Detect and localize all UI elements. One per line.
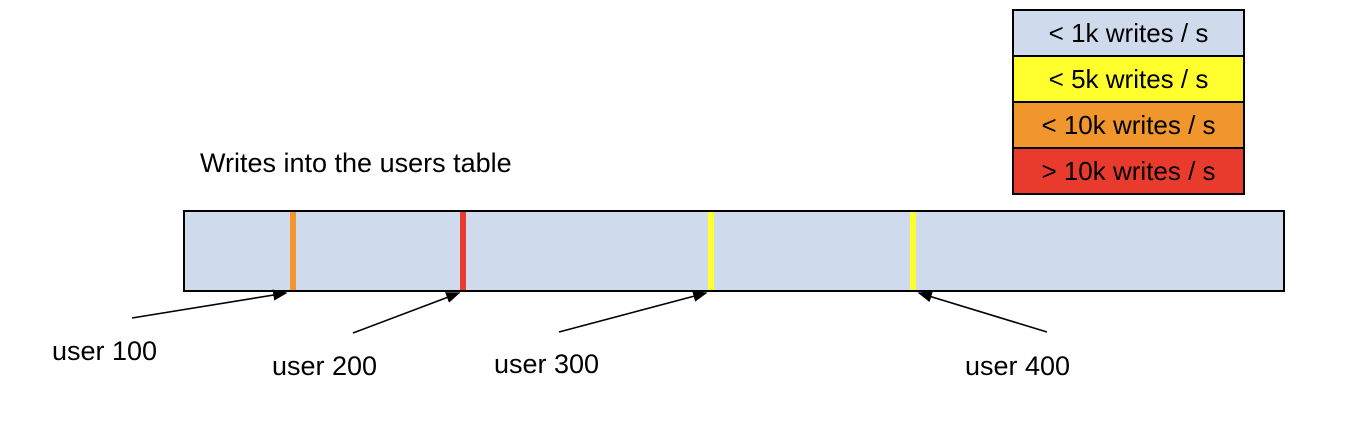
legend-item-lt-10k: < 10k writes / s — [1014, 103, 1243, 149]
arrow-user-300 — [558, 290, 708, 333]
legend-item-lt-5k: < 5k writes / s — [1014, 57, 1243, 103]
diagram-title: Writes into the users table — [200, 148, 512, 178]
legend-item-lt-1k: < 1k writes / s — [1014, 11, 1243, 57]
legend-item-lt-1k-label: < 1k writes / s — [1048, 17, 1209, 48]
legend-item-lt-5k-label: < 5k writes / s — [1048, 63, 1209, 94]
legend-item-gt-10k: > 10k writes / s — [1014, 149, 1243, 193]
legend: < 1k writes / s < 5k writes / s < 10k wr… — [1012, 9, 1245, 195]
label-user-300: user 300 — [494, 349, 600, 379]
marker-user-300 — [708, 212, 714, 290]
label-user-400: user 400 — [965, 351, 1071, 381]
label-user-200: user 200 — [272, 351, 378, 381]
legend-item-gt-10k-label: > 10k writes / s — [1041, 155, 1216, 186]
legend-item-lt-10k-label: < 10k writes / s — [1041, 109, 1216, 140]
arrow-user-400 — [917, 291, 1048, 333]
marker-user-200 — [460, 212, 466, 290]
arrow-user-100 — [131, 289, 288, 319]
marker-user-400 — [910, 212, 916, 290]
users-table-bar — [183, 210, 1285, 292]
label-user-100: user 100 — [52, 336, 158, 366]
arrow-user-200 — [352, 292, 461, 334]
marker-user-100 — [290, 212, 296, 290]
